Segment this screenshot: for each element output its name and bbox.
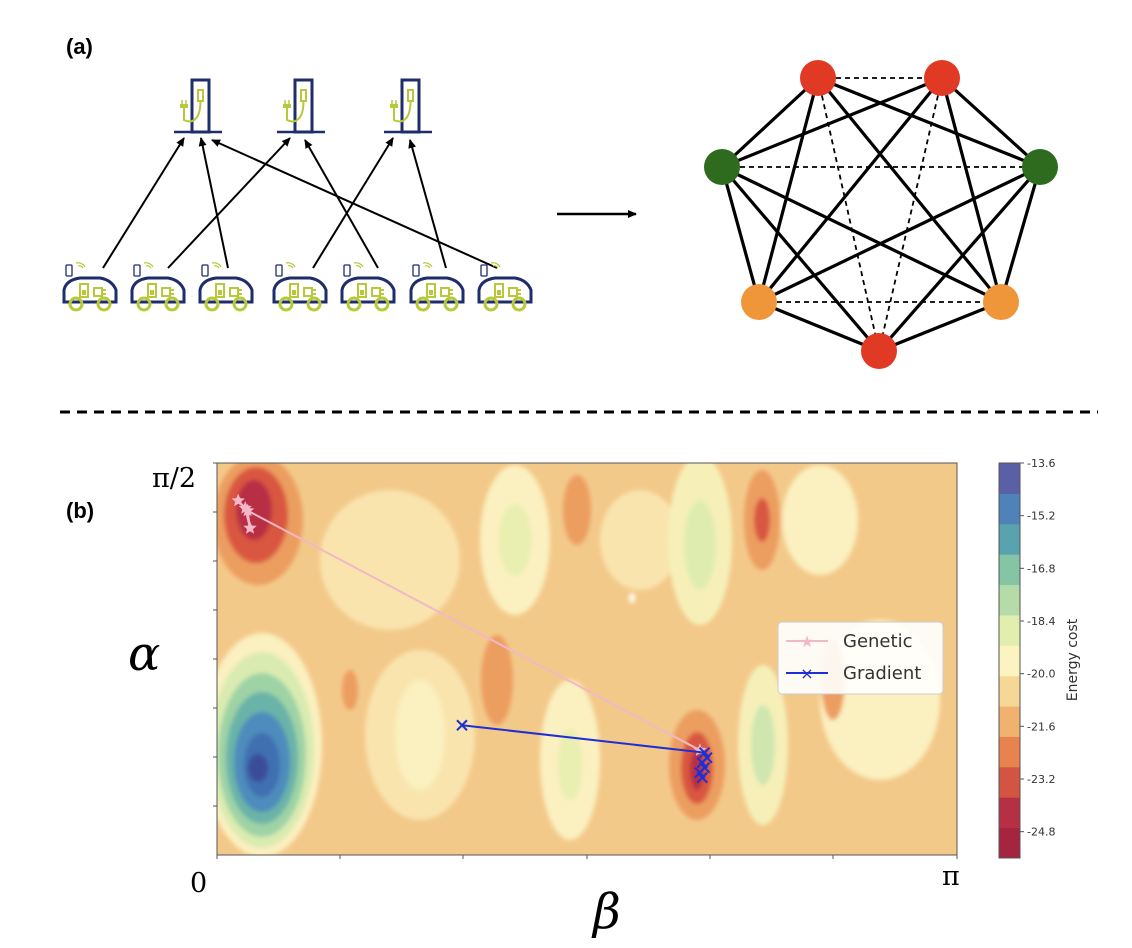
graph-edge-solid — [721, 165, 1002, 304]
colorbar-segment — [999, 554, 1020, 586]
graph-edge-solid — [877, 165, 1042, 353]
colorbar-tick-label: -23.2 — [1027, 773, 1055, 786]
graph-edge-solid — [758, 165, 1041, 304]
charger-icon — [277, 78, 325, 134]
x-axis-symbol: β — [591, 884, 621, 940]
assignment-arrow — [198, 137, 229, 269]
graph-edge-solid — [816, 76, 1003, 304]
charging-stations — [174, 78, 432, 134]
graph-edge-dashed — [817, 77, 880, 352]
graph-node — [800, 60, 836, 96]
graph-edge-solid — [721, 76, 943, 169]
colorbar-segment — [999, 827, 1020, 859]
genetic-point — [243, 521, 257, 534]
ev-car-icon — [272, 262, 328, 312]
colorbar-segment — [999, 584, 1020, 616]
graph-edge-solid — [720, 166, 761, 303]
y-axis-top-label: π/2 — [152, 463, 196, 494]
legend-item-gradient: × Gradient — [786, 663, 921, 684]
x-axis-left-label: 0 — [190, 868, 207, 899]
graph-node — [983, 284, 1019, 320]
ev-car-icon — [477, 262, 533, 312]
ev-car-icon — [62, 262, 118, 312]
colorbar — [998, 462, 1021, 859]
cross-marker-icon: × — [800, 664, 813, 683]
graph-edge-solid — [757, 77, 820, 303]
graph-node — [741, 284, 777, 320]
colorbar-tick-label: -20.0 — [1027, 668, 1055, 681]
assignment-arrow — [312, 137, 394, 269]
assignment-arrow — [408, 139, 447, 269]
optimizer-trajectories — [231, 493, 713, 784]
colorbar-segment — [999, 523, 1020, 555]
ev-car-icon — [409, 262, 465, 312]
graph-node — [1022, 149, 1058, 185]
colorbar-segment — [999, 614, 1020, 646]
graph-edge-solid — [720, 76, 820, 169]
colorbar-segment — [999, 736, 1020, 768]
colorbar-tick-label: -24.8 — [1027, 826, 1055, 839]
conflict-graph — [704, 60, 1058, 369]
assignment-arrows — [102, 137, 498, 269]
assignment-arrow — [211, 139, 498, 269]
genetic-point — [231, 493, 245, 507]
colorbar-label: Energy cost — [1065, 618, 1081, 701]
graph-edge-solid — [817, 76, 1041, 169]
graph-node — [861, 333, 897, 369]
colorbar-segment — [999, 645, 1020, 677]
ev-car-icon — [340, 262, 396, 312]
charger-icon — [174, 78, 222, 134]
panel-a-label: (a) — [66, 34, 93, 59]
colorbar-tick-label: -18.4 — [1027, 615, 1055, 628]
colorbar-tick-label: -15.2 — [1027, 510, 1055, 523]
colorbar-ticks: -13.6 -15.2 -16.8 -18.4 -20.0 -21.6 -23.2 -24.8 — [1020, 457, 1055, 839]
graph-edge-solid — [878, 300, 1002, 353]
x-axis-right-label: π — [942, 861, 960, 892]
graph-edge-solid — [940, 76, 1042, 169]
graph-edge-solid — [720, 165, 881, 353]
graph-edge-solid — [940, 77, 1003, 303]
graph-edge-solid — [758, 300, 880, 353]
colorbar-segment — [999, 463, 1020, 494]
colorbar-tick-label: -13.6 — [1027, 457, 1055, 470]
star-marker-icon: ★ — [800, 632, 814, 651]
colorbar-tick-label: -16.8 — [1027, 562, 1055, 575]
gradient-point — [456, 719, 468, 731]
graph-edge-dashed — [878, 77, 943, 352]
legend: ★ Genetic × Gradient — [777, 621, 944, 695]
colorbar-segment — [999, 766, 1020, 798]
ev-car-icon — [198, 262, 254, 312]
legend-label-genetic: Genetic — [843, 631, 912, 652]
legend-label-gradient: Gradient — [843, 663, 921, 684]
graph-edge-solid — [999, 166, 1042, 303]
colorbar-segment — [999, 706, 1020, 737]
panel-b-label: (b) — [66, 498, 94, 523]
assignment-arrow — [304, 139, 379, 269]
colorbar-segment — [999, 675, 1020, 707]
graph-edge-solid — [757, 76, 944, 304]
colorbar-segment — [999, 493, 1020, 525]
graph-node — [924, 60, 960, 96]
y-axis-symbol: α — [128, 626, 160, 682]
genetic-point — [241, 503, 255, 517]
electric-vehicles — [62, 262, 533, 312]
charger-icon — [384, 78, 432, 134]
colorbar-segment — [999, 797, 1020, 829]
assignment-arrow — [167, 137, 291, 269]
legend-item-genetic: ★ Genetic — [786, 631, 912, 652]
assignment-arrow — [102, 137, 185, 269]
colorbar-tick-label: -21.6 — [1027, 720, 1055, 733]
gradient-point — [696, 771, 708, 784]
ev-car-icon — [130, 262, 186, 312]
graph-node — [704, 149, 740, 185]
